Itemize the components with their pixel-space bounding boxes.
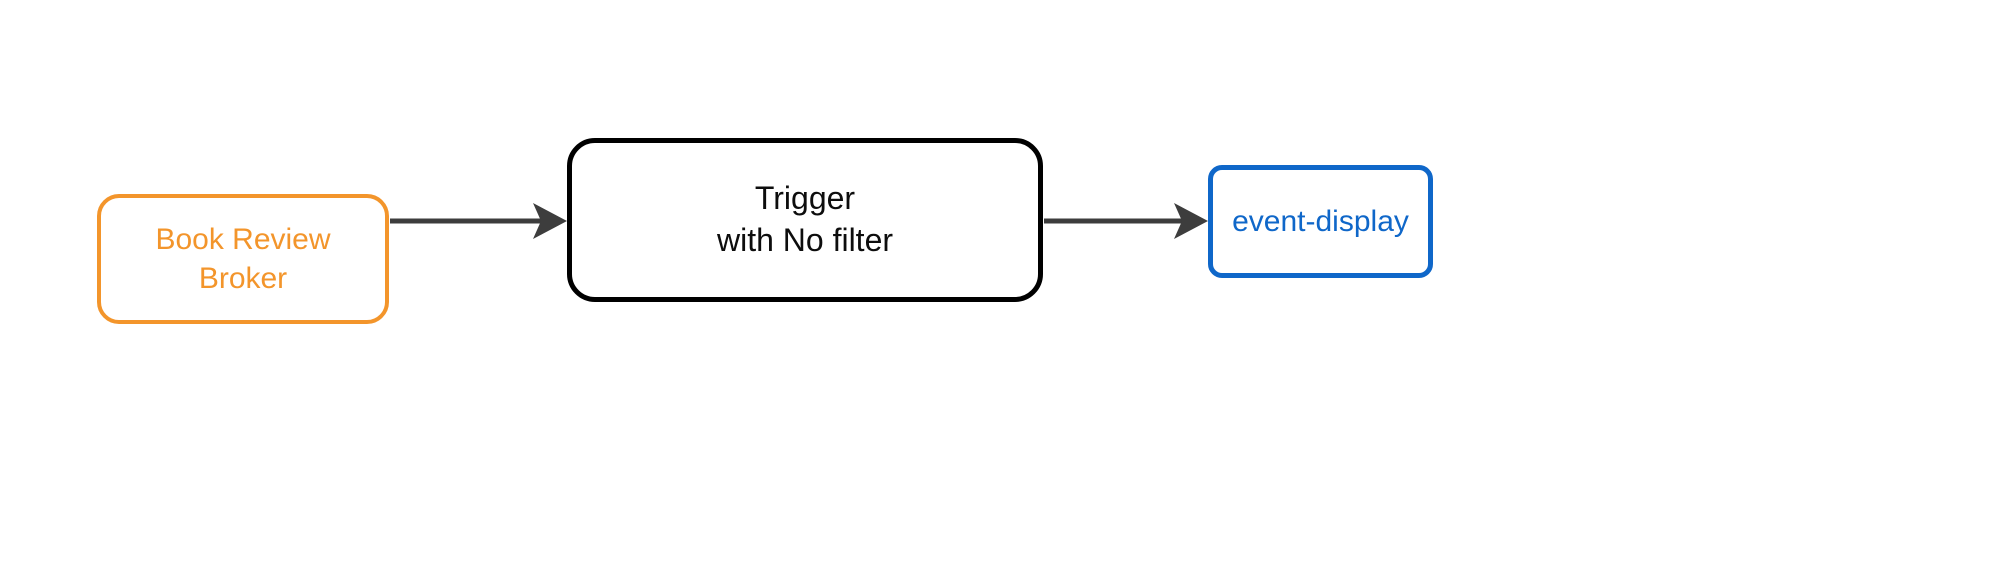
node-event-display-label: event-display: [1232, 205, 1409, 238]
edge-source-to-trigger: [390, 203, 567, 239]
arrowhead-icon: [1174, 203, 1208, 239]
node-book-review-broker[interactable]: Book Review Broker: [97, 194, 389, 324]
arrowhead-icon: [533, 203, 567, 239]
edge-trigger-to-sink: [1044, 203, 1208, 239]
node-book-review-broker-label: Book Review Broker: [155, 223, 331, 295]
node-trigger-label: Trigger with No filter: [716, 180, 894, 258]
node-trigger[interactable]: Trigger with No filter: [567, 138, 1043, 302]
node-event-display[interactable]: event-display: [1208, 165, 1433, 278]
